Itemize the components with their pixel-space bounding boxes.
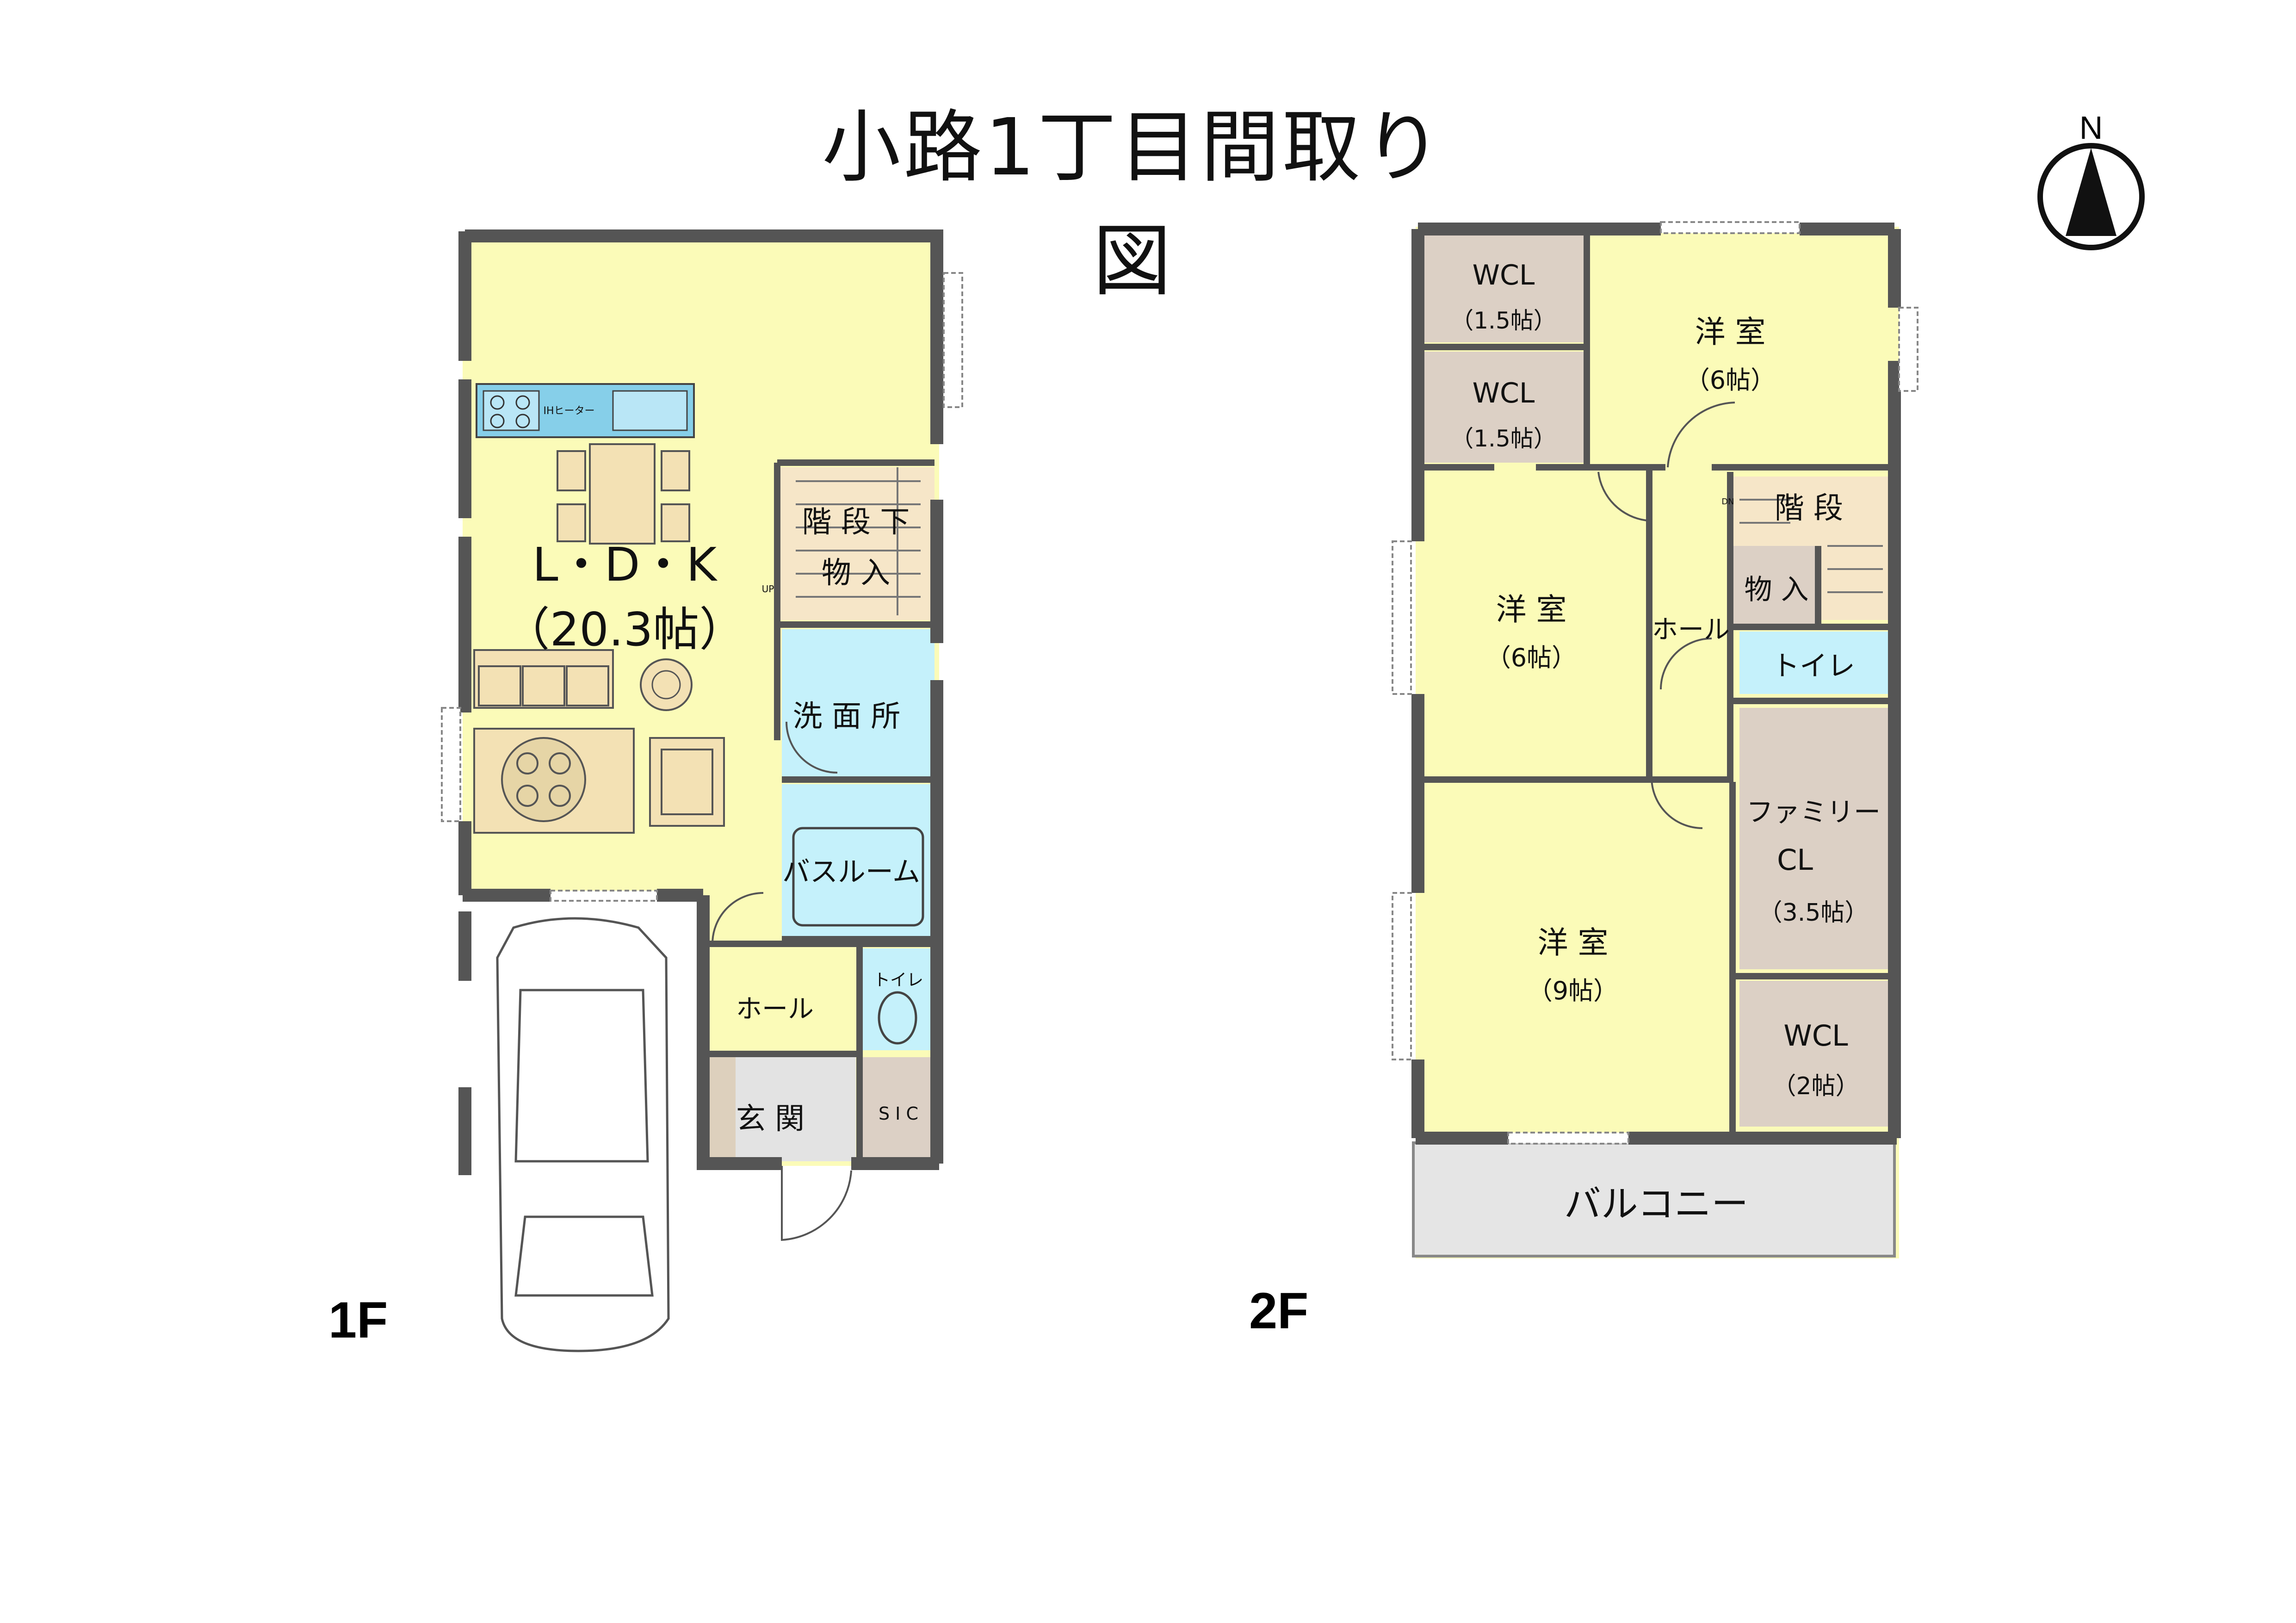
first-floor-plan: IHヒーター [441, 229, 963, 1352]
toilet-1f-label: トイレ [873, 971, 923, 990]
family-cl-size: （3.5帖） [1758, 899, 1869, 927]
room-sw-label: 洋 室 [1538, 925, 1609, 960]
balcony-label: バルコニー [1564, 1183, 1748, 1226]
washroom-label: 洗 面 所 [793, 700, 901, 734]
entrance-label: 玄 関 [736, 1102, 805, 1136]
dining-table [557, 443, 690, 545]
compass-label: N [2079, 111, 2103, 146]
ldk-size: （20.3帖） [504, 602, 746, 657]
armchair [649, 737, 725, 827]
shoes-in-closet [863, 1057, 934, 1161]
room-sw-size: （9帖） [1528, 976, 1618, 1005]
dn-mark: DN [1721, 497, 1734, 507]
toilet-2f [1739, 632, 1890, 694]
family-closet [1739, 708, 1890, 969]
balcony [1412, 1141, 1896, 1258]
floor-label-1f: 1F [328, 1292, 388, 1349]
hall-1f [708, 948, 856, 1050]
western-room-w [1423, 472, 1642, 773]
coffee-table [473, 728, 635, 834]
bathroom [782, 784, 934, 937]
ih-heater-label: IHヒーター [543, 405, 594, 417]
wcl-b-label: WCL [1473, 377, 1535, 409]
room-w-label: 洋 室 [1496, 592, 1567, 627]
up-mark: UP [762, 583, 774, 595]
storage-2f [1733, 546, 1818, 625]
wcl-a-label: WCL [1473, 259, 1535, 291]
family-cl-label-2: CL [1777, 843, 1813, 877]
second-floor-plan: WCL （1.5帖） WCL （1.5帖） 洋 室 （6帖） 洋 室 （6帖） … [1392, 221, 1918, 1258]
storage-2f-label: 物 入 [1744, 574, 1808, 606]
wcl-b [1423, 352, 1584, 463]
toilet-1f [863, 948, 934, 1050]
family-cl-label-1: ファミリー [1746, 796, 1881, 828]
washroom [782, 629, 934, 777]
wcl-c [1739, 981, 1890, 1127]
wcl-b-size: （1.5帖） [1450, 425, 1557, 452]
room-ne-label: 洋 室 [1695, 314, 1766, 350]
stair-storage-1f [777, 467, 934, 620]
sic-label: S I C [879, 1103, 918, 1124]
page-title: 小路1丁目間取り図 [822, 102, 1445, 307]
ldk-label: L・D・K [532, 538, 718, 592]
floor-label-2f: 2F [1249, 1282, 1309, 1339]
wcl-a [1423, 234, 1584, 342]
car-outline [496, 917, 670, 1352]
wcl-c-label: WCL [1783, 1019, 1848, 1053]
room-w-size: （6帖） [1486, 643, 1577, 672]
stair-storage-label-2: 物 入 [822, 556, 890, 590]
north-arrow-icon: N [2037, 111, 2145, 250]
room-ne-size: （6帖） [1685, 365, 1776, 395]
stairs-label: 階 段 [1775, 491, 1843, 526]
sofa [473, 649, 614, 709]
stair-storage-label-1: 階 段 下 [802, 505, 910, 539]
bathroom-label: バスルーム [782, 856, 920, 888]
toilet-2f-label: トイレ [1772, 650, 1855, 682]
wcl-a-size: （1.5帖） [1450, 307, 1557, 334]
western-room-ne [1591, 234, 1892, 463]
wcl-c-size: （2帖） [1772, 1072, 1859, 1100]
side-table [640, 658, 693, 711]
hall-1f-label: ホール [736, 994, 814, 1024]
hall-2f-label: ホール [1652, 615, 1730, 645]
